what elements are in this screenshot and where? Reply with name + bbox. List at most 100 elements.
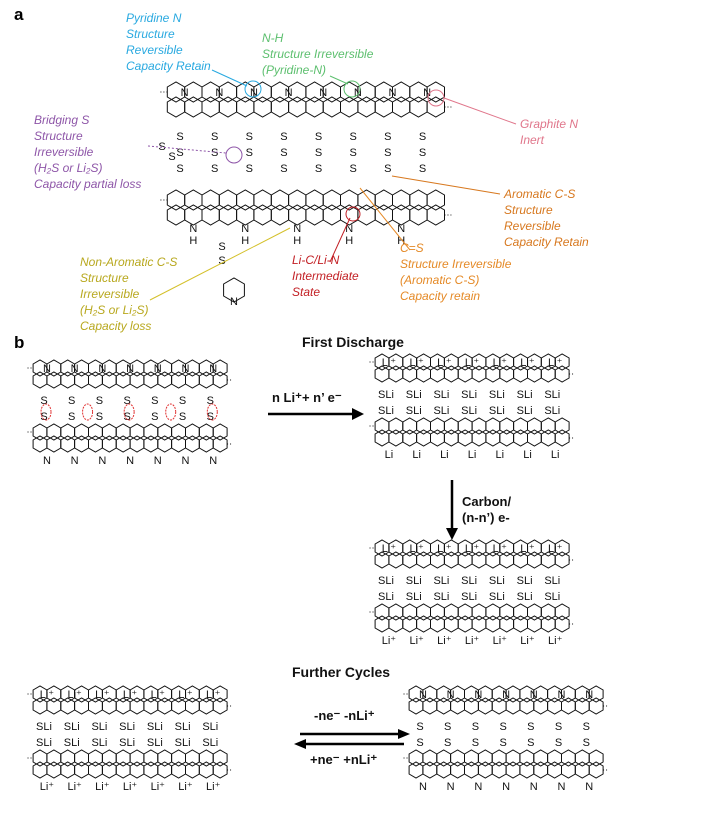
aromatic-ring bbox=[166, 189, 186, 211]
aromatic-ring bbox=[388, 429, 404, 447]
aromatic-ring bbox=[185, 423, 200, 441]
atom-label: N bbox=[419, 781, 427, 793]
aromatic-ring bbox=[499, 417, 515, 435]
aromatic-ring bbox=[374, 417, 390, 435]
atom-label: Li⁺ bbox=[123, 781, 138, 793]
aromatic-ring bbox=[416, 417, 431, 435]
aromatic-ring bbox=[491, 761, 507, 779]
atom-label: S bbox=[555, 721, 562, 733]
aromatic-ring bbox=[236, 189, 255, 211]
atom-label: H bbox=[189, 235, 197, 247]
aromatic-ring bbox=[540, 429, 556, 447]
aromatic-ring bbox=[426, 96, 445, 118]
aromatic-ring bbox=[270, 204, 290, 226]
atom-label: SLi bbox=[433, 591, 449, 603]
atom-label: SLi bbox=[64, 721, 80, 733]
aromatic-ring bbox=[392, 96, 411, 118]
structure-b-after-carbon: Li⁺Li⁺Li⁺Li⁺Li⁺Li⁺Li⁺SLiSLiSLiSLiSLiSLiS… bbox=[369, 539, 575, 647]
aromatic-ring bbox=[554, 353, 570, 371]
reaction-label-2b: (n-n’) e- bbox=[462, 510, 510, 525]
atom-label: Li⁺ bbox=[206, 689, 221, 701]
annotation-n-h: N-H Structure Irreversible (Pyridine-N) bbox=[262, 31, 374, 77]
atom-label: S bbox=[176, 131, 183, 143]
atom-label: SLi bbox=[36, 721, 52, 733]
aromatic-ring bbox=[288, 96, 307, 118]
aromatic-ring bbox=[171, 749, 186, 767]
aromatic-ring bbox=[485, 603, 501, 621]
atom-label: S bbox=[151, 395, 158, 407]
annotation-line: Structure bbox=[126, 27, 175, 41]
panel-label-b: b bbox=[14, 333, 24, 352]
aromatic-ring bbox=[185, 435, 200, 453]
atom-label: SLi bbox=[406, 591, 422, 603]
atom-label: N bbox=[423, 87, 431, 99]
atom-label: Li bbox=[468, 449, 477, 461]
annotation-li-c-li-n: Li-C/Li-N Intermediate State bbox=[292, 253, 359, 299]
aromatic-ring bbox=[374, 429, 390, 447]
aromatic-ring bbox=[505, 761, 521, 779]
aromatic-ring bbox=[499, 429, 515, 447]
annotation-line: Structure Irreversible bbox=[400, 257, 512, 271]
aromatic-ring bbox=[357, 204, 376, 226]
atom-label: Li⁺ bbox=[548, 357, 563, 369]
reaction-site-mark bbox=[165, 403, 177, 421]
leader-pyridine-n bbox=[211, 69, 248, 87]
atom-label: Li⁺ bbox=[40, 781, 55, 793]
atom-label: SLi bbox=[119, 737, 135, 749]
aromatic-ring bbox=[426, 189, 445, 211]
aromatic-ring bbox=[88, 761, 103, 779]
aromatic-ring bbox=[547, 761, 562, 779]
highlight-n-h bbox=[343, 80, 361, 98]
atom-label: S bbox=[40, 395, 47, 407]
atom-label: S bbox=[384, 131, 391, 143]
atom-label: Li⁺ bbox=[409, 543, 424, 555]
highlight-pyridine-n bbox=[244, 80, 262, 98]
reaction-label-1: n Li⁺+ n’ e⁻ bbox=[272, 390, 342, 405]
aromatic-ring bbox=[88, 423, 103, 441]
aromatic-ring bbox=[236, 204, 255, 226]
aromatic-ring bbox=[505, 749, 521, 767]
aromatic-ring bbox=[322, 96, 341, 118]
atom-label: S bbox=[472, 721, 479, 733]
aromatic-ring bbox=[457, 615, 473, 633]
annotation-line: (H₂S or Li₂S) bbox=[80, 303, 149, 317]
atom-label: Li bbox=[523, 449, 532, 461]
atom-label: S bbox=[179, 395, 186, 407]
atom-label: N bbox=[585, 781, 593, 793]
highlight-li-c bbox=[345, 206, 361, 222]
aromatic-ring bbox=[443, 417, 459, 435]
atom-label: S bbox=[176, 147, 183, 159]
aromatic-ring bbox=[588, 685, 604, 703]
aromatic-ring bbox=[374, 189, 393, 211]
atom-label: N bbox=[354, 87, 362, 99]
atom-label: S bbox=[280, 147, 287, 159]
annotation-line: Capacity loss bbox=[80, 319, 151, 333]
aromatic-ring bbox=[218, 189, 238, 211]
aromatic-ring bbox=[402, 417, 418, 435]
annotation-line: Non-Aromatic C-S bbox=[80, 255, 177, 269]
atom-label: Li bbox=[385, 449, 394, 461]
aromatic-ring bbox=[409, 204, 428, 226]
aromatic-ring bbox=[464, 749, 479, 767]
atom-label: N bbox=[397, 223, 405, 235]
atom-label: SLi bbox=[147, 721, 163, 733]
atom-label: S bbox=[315, 163, 322, 175]
annotation-pyridine-n: Pyridine N Structure Reversible Capacity… bbox=[126, 11, 211, 73]
atom-label: S bbox=[315, 147, 322, 159]
aromatic-ring bbox=[408, 749, 424, 767]
atom-label: SLi bbox=[461, 575, 477, 587]
aromatic-ring bbox=[443, 603, 459, 621]
aromatic-ring bbox=[416, 429, 431, 447]
aromatic-ring bbox=[374, 615, 390, 633]
aromatic-ring bbox=[305, 204, 324, 226]
aromatic-ring bbox=[288, 189, 307, 211]
aromatic-ring bbox=[540, 603, 556, 621]
aromatic-ring bbox=[253, 204, 272, 226]
atom-label: SLi bbox=[489, 575, 505, 587]
aromatic-ring bbox=[340, 96, 359, 118]
atom-label: Li bbox=[551, 449, 560, 461]
aromatic-ring bbox=[443, 429, 459, 447]
aromatic-ring bbox=[212, 359, 228, 377]
atom-label: SLi bbox=[517, 389, 533, 401]
